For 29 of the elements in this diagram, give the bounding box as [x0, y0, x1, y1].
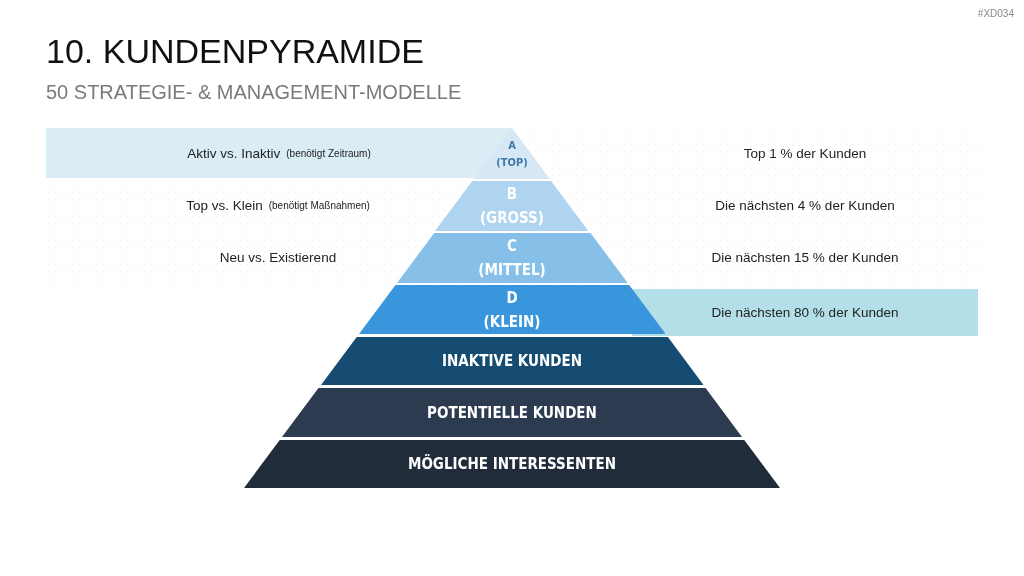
row-text: Top 1 % der Kunden	[743, 145, 867, 161]
row-text: Aktiv vs. Inaktiv	[187, 145, 281, 161]
tier-letter: C	[507, 236, 517, 257]
slide-code: #XD034	[977, 8, 1014, 19]
tier-label: MÖGLICHE INTERESSENTEN	[407, 453, 617, 475]
tier-label: POTENTIELLE KUNDEN	[427, 402, 597, 424]
row-text: Die nächsten 15 % der Kunden	[711, 249, 899, 265]
highlight-band	[632, 289, 978, 336]
pyramid-tier	[396, 233, 628, 283]
pyramid-tier	[281, 388, 742, 437]
row-text: Top vs. Klein	[186, 197, 263, 213]
tier-label: INAKTIVE KUNDEN	[442, 351, 582, 372]
tier-letter: D	[506, 287, 518, 309]
pyramid-tier	[320, 337, 704, 385]
row-text: Die nächsten 80 % der Kunden	[711, 305, 899, 320]
pyramid-tier	[435, 181, 589, 231]
tier-label: (KLEIN)	[483, 311, 541, 333]
row-text: Die nächsten 4 % der Kunden	[715, 197, 895, 213]
note-text: (benötigt Zeitraum)	[286, 147, 371, 159]
tier-label: (TOP)	[496, 154, 528, 171]
tier-label: (GROSS)	[479, 208, 544, 229]
title: 10. KUNDENPYRAMIDE	[46, 32, 424, 71]
tier-letter: B	[506, 184, 518, 205]
pyramid-tier	[244, 440, 780, 488]
tier-letter: A	[508, 137, 516, 154]
subtitle: 50 STRATEGIE- & MANAGEMENT-MODELLE	[46, 81, 462, 104]
tier-label: (MITTEL)	[478, 260, 546, 281]
note-text: (benötigt Maßnahmen)	[268, 199, 370, 211]
row-text: Neu vs. Existierend	[219, 249, 337, 265]
